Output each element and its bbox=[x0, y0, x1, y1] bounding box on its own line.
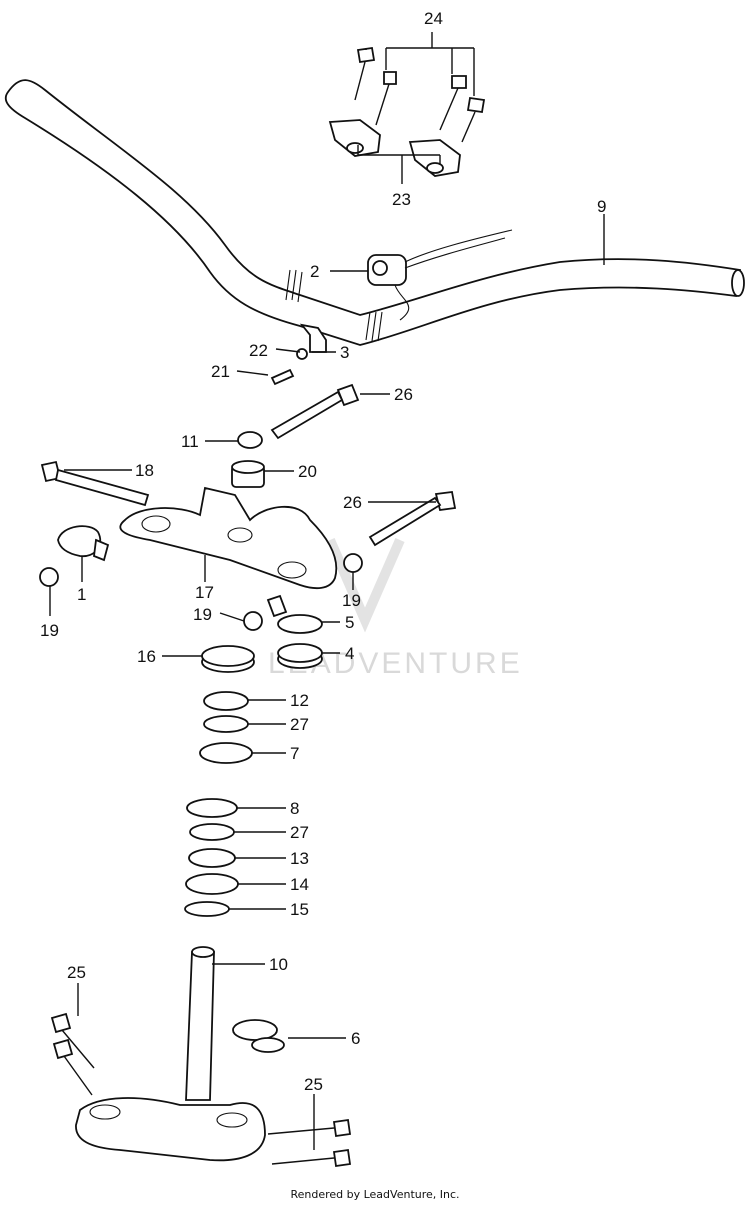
callout-9: 9 bbox=[597, 197, 606, 216]
callout-16: 16 bbox=[137, 647, 156, 666]
callout-3: 3 bbox=[340, 343, 349, 362]
callout-19-left: 19 bbox=[40, 621, 59, 640]
part-1 bbox=[57, 525, 110, 562]
holder-upper-part bbox=[328, 119, 461, 177]
bearing-covers-part bbox=[201, 643, 323, 673]
callout-6: 6 bbox=[351, 1029, 360, 1048]
bolt-18-part bbox=[40, 460, 150, 507]
callout-10: 10 bbox=[269, 955, 288, 974]
part-5 bbox=[266, 594, 323, 634]
leader-lines bbox=[49, 32, 605, 1150]
callout-27-lower: 27 bbox=[290, 823, 309, 842]
callout-27-upper: 27 bbox=[290, 715, 309, 734]
callout-23: 23 bbox=[392, 190, 411, 209]
callout-5: 5 bbox=[345, 613, 354, 632]
part-6 bbox=[232, 1019, 285, 1053]
bolts-24-part bbox=[354, 46, 486, 143]
callouts: 24 23 9 2 3 22 21 26 11 20 18 26 1 19 19… bbox=[40, 9, 606, 1094]
bolts-25-part bbox=[50, 1012, 352, 1168]
bolt-26-upper-part bbox=[270, 383, 360, 440]
callout-15: 15 bbox=[290, 900, 309, 919]
callout-19-right: 19 bbox=[342, 591, 361, 610]
footer-credit: Rendered by LeadVenture, Inc. bbox=[290, 1188, 460, 1201]
callout-19-mid: 19 bbox=[193, 605, 212, 624]
callout-7: 7 bbox=[290, 744, 299, 763]
callout-8: 8 bbox=[290, 799, 299, 818]
clamp-part bbox=[270, 323, 327, 386]
nuts-19-part bbox=[39, 553, 363, 631]
callout-13: 13 bbox=[290, 849, 309, 868]
callout-26-lower: 26 bbox=[343, 493, 362, 512]
callout-20: 20 bbox=[298, 462, 317, 481]
nuts-upper-part bbox=[231, 431, 265, 488]
bolt-26-lower-part bbox=[368, 491, 457, 547]
callout-1: 1 bbox=[77, 585, 86, 604]
callout-26-upper: 26 bbox=[394, 385, 413, 404]
callout-22: 22 bbox=[249, 341, 268, 360]
upper-bridge-part bbox=[119, 486, 338, 590]
callout-17: 17 bbox=[195, 583, 214, 602]
bearing-stack-part bbox=[184, 691, 253, 917]
callout-14: 14 bbox=[290, 875, 309, 894]
switch-housing-part bbox=[367, 229, 513, 321]
callout-2: 2 bbox=[310, 262, 319, 281]
callout-21: 21 bbox=[211, 362, 230, 381]
steering-stem-part bbox=[75, 946, 266, 1162]
callout-11: 11 bbox=[181, 432, 199, 451]
callout-12: 12 bbox=[290, 691, 309, 710]
callout-4: 4 bbox=[345, 644, 354, 663]
callout-24: 24 bbox=[424, 9, 443, 28]
callout-25-right: 25 bbox=[304, 1075, 323, 1094]
callout-18: 18 bbox=[135, 461, 154, 480]
callout-25-left: 25 bbox=[67, 963, 86, 982]
handlebar-part bbox=[4, 79, 745, 346]
